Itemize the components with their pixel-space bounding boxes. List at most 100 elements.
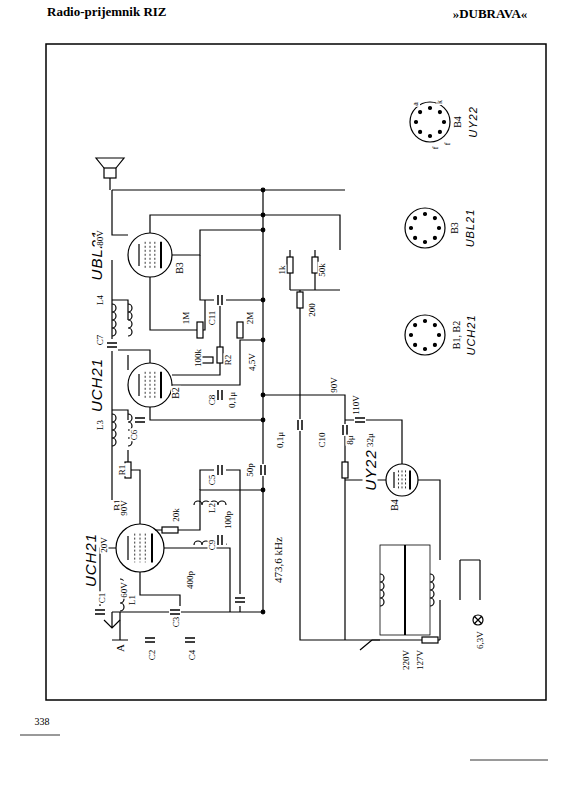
component-label: L3	[96, 419, 105, 431]
wire	[46, 44, 546, 700]
pin-dot	[424, 213, 427, 216]
component-label: f	[444, 142, 452, 147]
wire	[112, 350, 150, 363]
coil-symbol	[128, 304, 132, 336]
wire	[474, 616, 482, 624]
component-label: 90V	[330, 376, 339, 394]
resistor-symbol	[217, 347, 223, 363]
component-label: 20k	[172, 507, 181, 523]
component-label: 80V	[96, 229, 105, 247]
wire	[402, 470, 403, 489]
wire	[393, 472, 394, 488]
wire	[134, 534, 135, 563]
pin-dot	[424, 320, 427, 323]
component-label: R2	[224, 354, 233, 367]
pin-dot	[443, 121, 446, 124]
pin-dot	[414, 343, 417, 346]
pin-dot	[429, 107, 432, 110]
page-title: Radio-prijemnik RIZ	[47, 5, 167, 18]
pin-dot	[433, 343, 436, 346]
junction-dot	[261, 228, 265, 232]
wire	[109, 178, 110, 190]
pin-dot	[438, 334, 441, 337]
component-label: C9	[208, 539, 217, 552]
wire	[160, 372, 162, 398]
wire	[345, 480, 440, 560]
wire	[409, 470, 411, 489]
junction-dot	[261, 418, 265, 422]
component-label: 32μ	[366, 432, 375, 448]
component-label: 90V	[120, 499, 129, 517]
wire	[127, 536, 128, 560]
pin-dot	[415, 121, 418, 124]
pin-dot	[433, 236, 436, 239]
wire	[151, 534, 153, 563]
wire	[104, 612, 120, 628]
component-label: 20V	[100, 536, 109, 554]
pin-dot	[433, 217, 436, 220]
capacitor-symbol	[218, 535, 222, 545]
resistor-symbol	[197, 322, 203, 338]
tube-symbol	[128, 233, 172, 277]
junction-dot	[261, 610, 265, 614]
wire	[262, 190, 263, 612]
component-label: C5	[208, 474, 217, 487]
pin-dot	[438, 130, 441, 133]
component-label: 127V	[416, 649, 425, 671]
wire	[290, 250, 340, 290]
wire	[150, 372, 151, 398]
wire	[263, 215, 340, 250]
wire	[116, 524, 164, 572]
wire	[263, 395, 345, 640]
component-label: 0,1μ	[228, 391, 237, 409]
wire	[172, 300, 220, 375]
wire	[145, 242, 146, 268]
wire	[405, 315, 445, 355]
pin-dot	[433, 324, 436, 327]
component-label: 100p	[224, 510, 233, 530]
wire	[404, 545, 406, 635]
wire	[144, 634, 156, 646]
wire	[160, 242, 162, 268]
wire	[200, 255, 263, 300]
capacitor-symbol	[235, 598, 245, 602]
wire	[410, 102, 450, 142]
resistor-symbol	[162, 527, 178, 533]
component-label: 400p	[186, 570, 195, 590]
capacitor-symbol	[95, 610, 105, 614]
wire	[138, 374, 139, 396]
component-label: 6,3V	[476, 630, 485, 650]
component-label: B3	[450, 221, 460, 235]
component-label: 1k	[278, 265, 287, 276]
wire	[128, 233, 172, 277]
wire	[214, 294, 226, 306]
wire	[20, 735, 548, 760]
wire	[145, 534, 146, 563]
pin-dot	[419, 111, 422, 114]
wire	[94, 606, 106, 618]
tube-type: UCH21	[466, 313, 477, 356]
component-label: C6	[130, 429, 139, 442]
component-label: 50p	[246, 462, 255, 478]
capacitor-symbol	[107, 343, 117, 347]
resistor-symbol	[297, 292, 303, 308]
pin-dot	[424, 348, 427, 351]
page-header: »DUBRAVA«	[452, 7, 529, 20]
pin-dot	[438, 227, 441, 230]
wire	[112, 189, 345, 190]
component-label: 200	[308, 302, 317, 318]
component-label: 0,1μ	[276, 431, 285, 449]
component-label: 4,5V	[248, 352, 257, 372]
tube-type: UY22	[468, 105, 479, 139]
coil-symbol	[112, 414, 116, 446]
resistor-symbol	[237, 322, 243, 338]
wire	[405, 470, 406, 489]
component-label: 2M	[246, 311, 255, 326]
pin-dot	[410, 334, 413, 337]
wire	[439, 600, 440, 640]
capacitor-symbol	[145, 638, 155, 642]
component-label: 338	[34, 717, 51, 727]
capacitor-symbol	[135, 418, 145, 422]
component-label: 50k	[318, 262, 327, 278]
